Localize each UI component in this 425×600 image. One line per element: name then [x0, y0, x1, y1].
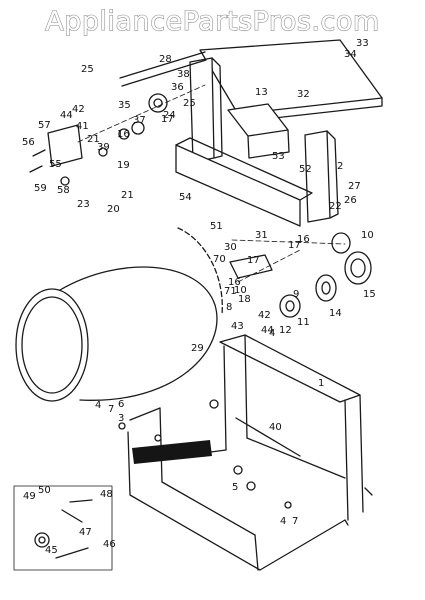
part-callout-44: 44	[60, 110, 73, 121]
part-callout-28: 28	[159, 54, 172, 65]
handle-grip	[132, 440, 212, 464]
stand-hardware	[118, 399, 373, 509]
part-callout-46: 46	[103, 539, 116, 550]
part-callout-56: 56	[22, 137, 35, 148]
part-callout-6: 6	[118, 399, 124, 410]
drive-shaft	[119, 51, 207, 87]
part-callout-50: 50	[38, 485, 51, 496]
part-callout-19: 19	[117, 160, 130, 171]
part-callout-36: 36	[171, 82, 184, 93]
part-callout-42: 42	[72, 104, 85, 115]
part-callout-48: 48	[100, 489, 113, 500]
part-callout-9: 9	[293, 289, 299, 300]
part-callout-3: 3	[118, 413, 124, 424]
part-callout-4: 4	[269, 328, 275, 339]
part-callout-21: 21	[121, 190, 134, 201]
part-callout-58: 58	[57, 185, 70, 196]
part-callout-14: 14	[329, 308, 342, 319]
part-callout-53: 53	[272, 151, 285, 162]
lower-cross-member	[175, 137, 313, 227]
part-callout-59: 59	[34, 183, 47, 194]
part-callout-22: 22	[329, 201, 342, 212]
part-callout-34: 34	[344, 49, 357, 60]
part-callout-49: 49	[23, 491, 36, 502]
part-callout-23: 23	[77, 199, 90, 210]
part-callout-25: 25	[81, 64, 94, 75]
part-callout-54: 54	[179, 192, 192, 203]
drive-pulleys	[229, 232, 372, 318]
part-callout-47: 47	[79, 527, 92, 538]
left-hub-assembly	[29, 84, 206, 186]
part-callout-27: 27	[348, 181, 361, 192]
part-callout-30: 30	[224, 242, 237, 253]
part-callout-11: 11	[297, 317, 310, 328]
part-callout-33: 33	[356, 38, 369, 49]
part-callout-7: 7	[292, 516, 298, 527]
part-callout-41: 41	[76, 121, 89, 132]
part-callout-71: 71	[224, 286, 237, 297]
part-callout-10: 10	[361, 230, 374, 241]
part-callout-15: 15	[363, 289, 376, 300]
part-callout-32: 32	[297, 89, 310, 100]
part-callout-16: 16	[228, 277, 241, 288]
part-callout-1: 1	[318, 378, 324, 389]
part-callout-7: 7	[108, 404, 114, 415]
part-callout-8: 8	[226, 302, 232, 313]
part-callout-31: 31	[255, 230, 268, 241]
callout-labels: 1234445677891010111213141516161617171718…	[22, 38, 376, 556]
part-callout-25: 25	[183, 98, 196, 109]
part-callout-44: 44	[261, 325, 274, 336]
part-callout-39: 39	[97, 142, 110, 153]
part-callout-51: 51	[210, 221, 223, 232]
part-callout-40: 40	[269, 422, 282, 433]
motor-bracket	[227, 103, 290, 159]
part-callout-4: 4	[280, 516, 286, 527]
upper-right-leg	[304, 130, 339, 223]
part-callout-24: 24	[163, 110, 176, 121]
part-callout-35: 35	[118, 100, 131, 111]
part-callout-43: 43	[231, 321, 244, 332]
mixer-drum	[15, 227, 223, 402]
watermark: AppliancePartsPros.com	[45, 5, 380, 37]
part-callout-12: 12	[279, 325, 292, 336]
part-callout-42: 42	[258, 310, 271, 321]
part-callout-18: 18	[238, 294, 251, 305]
lower-stand-frame	[127, 334, 364, 571]
part-callout-38: 38	[177, 69, 190, 80]
part-callout-5: 5	[232, 482, 238, 493]
part-callout-70: 70	[213, 254, 226, 265]
part-callout-2: 2	[337, 161, 343, 172]
part-callout-17: 17	[247, 255, 260, 266]
part-callout-29: 29	[191, 343, 204, 354]
part-callout-17: 17	[288, 240, 301, 251]
part-callout-21: 21	[87, 134, 100, 145]
part-callout-52: 52	[299, 164, 312, 175]
part-callout-45: 45	[45, 545, 58, 556]
part-callout-37: 37	[133, 115, 146, 126]
part-callout-57: 57	[38, 120, 51, 131]
part-callout-16: 16	[297, 234, 310, 245]
part-callout-4: 4	[95, 400, 101, 411]
part-callout-26: 26	[344, 195, 357, 206]
inset-detail-box	[13, 485, 113, 571]
part-callout-17: 17	[161, 114, 174, 125]
part-callout-10: 10	[234, 285, 247, 296]
part-callout-55: 55	[49, 159, 62, 170]
part-callout-20: 20	[107, 204, 120, 215]
upper-left-leg	[189, 57, 223, 163]
part-callout-16: 16	[117, 129, 130, 140]
part-callout-13: 13	[255, 87, 268, 98]
